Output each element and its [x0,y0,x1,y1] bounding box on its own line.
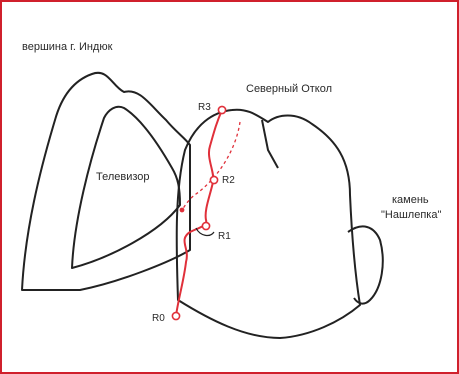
crack-line [262,120,278,168]
point-r0-label: R0 [152,313,165,324]
televizor-outline [72,107,180,268]
stone-label-line2: "Нашлепка" [381,209,441,221]
stone-label-line1: камень [392,194,429,206]
point-r2-marker [210,176,217,183]
dashed-route-end-dot [180,208,185,213]
point-r3-label: R3 [198,102,211,113]
north-cliff-label: Северный Откол [246,83,332,95]
climbing-route [176,110,222,316]
point-r2-label: R2 [222,175,235,186]
point-r0-marker [172,312,179,319]
televizor-label: Телевизор [96,171,150,183]
point-r1-marker [202,222,209,229]
point-r3-marker [218,106,225,113]
point-r1-label: R1 [218,231,231,242]
summit-label: вершина г. Индюк [22,41,113,53]
